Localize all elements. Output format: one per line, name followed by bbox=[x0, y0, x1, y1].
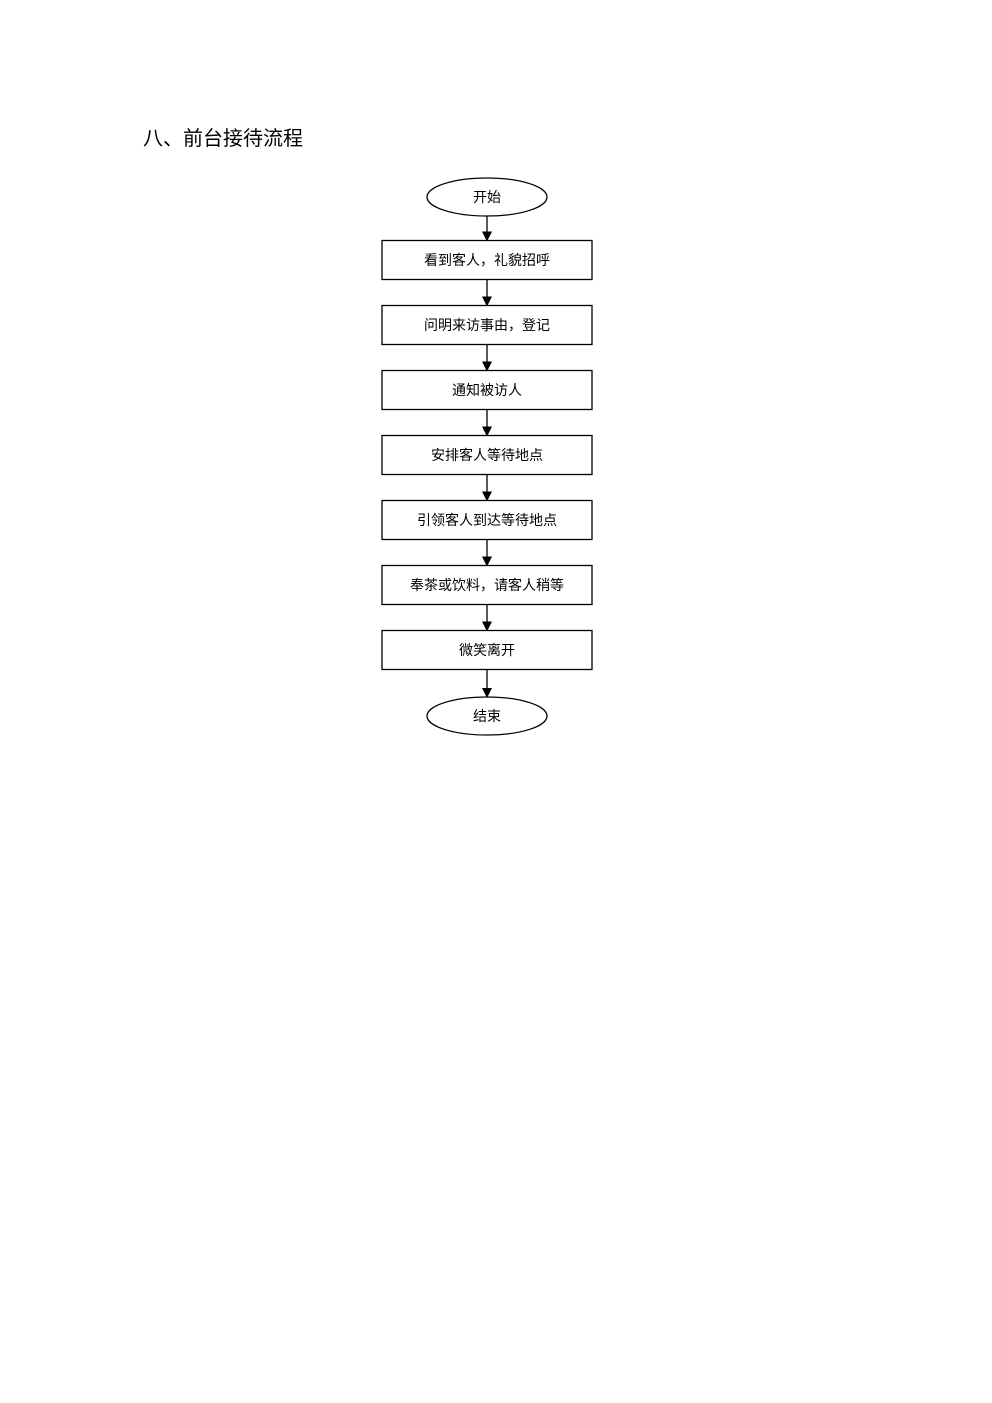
flow-node-label: 奉茶或饮料，请客人稍等 bbox=[410, 577, 564, 594]
flow-node-label: 通知被访人 bbox=[452, 382, 522, 399]
flow-node-label: 安排客人等待地点 bbox=[431, 447, 543, 464]
flow-node-step4: 安排客人等待地点 bbox=[381, 434, 593, 476]
reception-flowchart: 开始看到客人，礼貌招呼问明来访事由，登记通知被访人安排客人等待地点引领客人到达等… bbox=[381, 177, 593, 736]
process-box bbox=[381, 239, 593, 281]
process-box bbox=[381, 499, 593, 541]
process-box bbox=[381, 629, 593, 671]
process-box bbox=[381, 369, 593, 411]
flow-node-step5: 引领客人到达等待地点 bbox=[381, 499, 593, 541]
terminal-ellipse bbox=[426, 177, 548, 217]
flow-node-label: 开始 bbox=[473, 190, 501, 206]
process-box bbox=[381, 304, 593, 346]
process-box bbox=[381, 564, 593, 606]
section-title: 八、前台接待流程 bbox=[143, 126, 303, 150]
flow-node-label: 问明来访事由，登记 bbox=[424, 318, 550, 334]
flow-node-step6: 奉茶或饮料，请客人稍等 bbox=[381, 564, 593, 606]
flow-node-label: 微笑离开 bbox=[459, 642, 515, 659]
flow-node-end: 结束 bbox=[426, 696, 548, 736]
flow-node-step7: 微笑离开 bbox=[381, 629, 593, 671]
flow-node-start: 开始 bbox=[426, 177, 548, 217]
flow-node-step3: 通知被访人 bbox=[381, 369, 593, 411]
flow-node-label: 结束 bbox=[473, 709, 501, 725]
flow-node-label: 看到客人，礼貌招呼 bbox=[424, 252, 550, 269]
flow-node-step1: 看到客人，礼貌招呼 bbox=[381, 239, 593, 281]
flow-node-label: 引领客人到达等待地点 bbox=[417, 512, 557, 529]
process-box bbox=[381, 434, 593, 476]
terminal-ellipse bbox=[426, 696, 548, 736]
flow-node-step2: 问明来访事由，登记 bbox=[381, 304, 593, 346]
